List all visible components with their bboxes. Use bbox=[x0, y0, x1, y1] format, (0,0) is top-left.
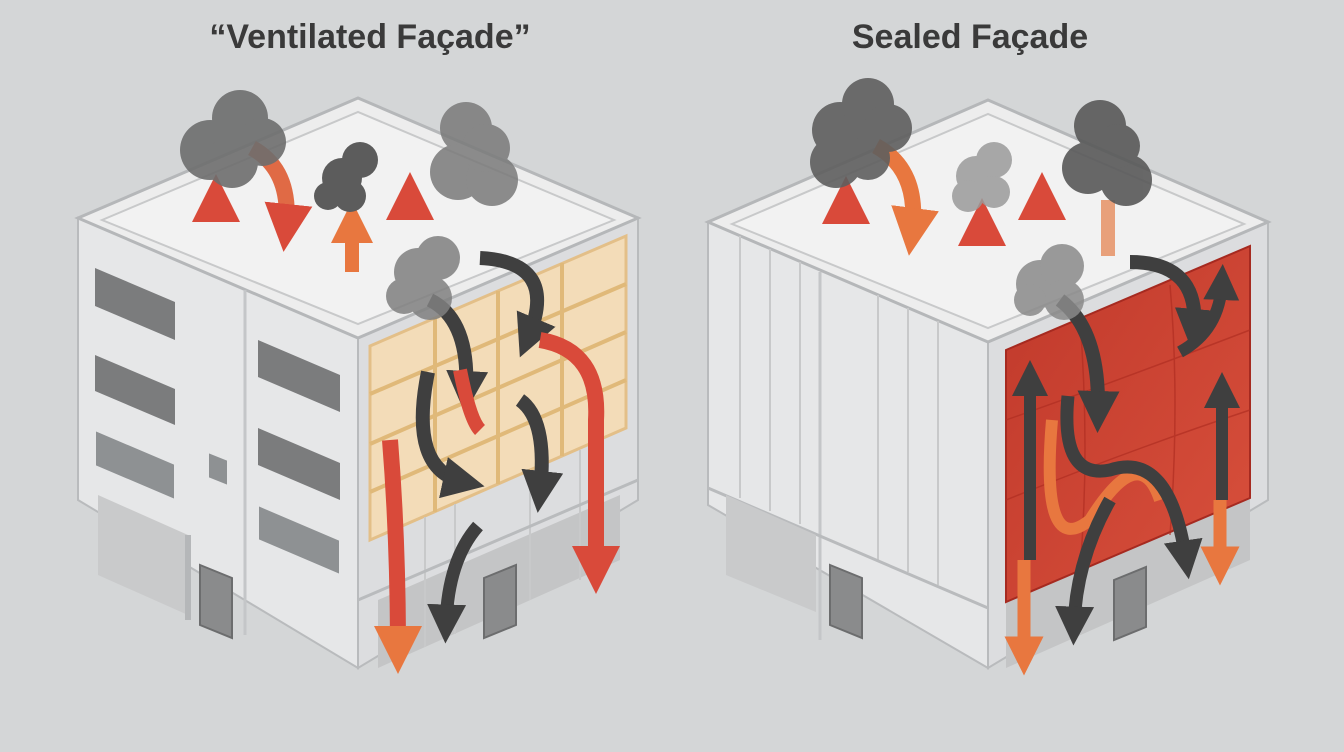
sealed-facade-title: Sealed Façade bbox=[851, 18, 1089, 56]
ground-opening-left bbox=[98, 495, 188, 615]
smoke-cloud bbox=[180, 90, 286, 188]
smoke-cloud bbox=[430, 102, 518, 206]
smoke-cloud bbox=[1062, 100, 1152, 206]
smoke-down-arrow bbox=[427, 521, 483, 644]
heat-up-arrow bbox=[1176, 264, 1240, 358]
ventilated-building bbox=[74, 90, 642, 674]
door-right bbox=[1113, 565, 1147, 642]
door-right bbox=[483, 563, 517, 640]
small-window bbox=[207, 450, 229, 488]
airflow-arrows bbox=[822, 138, 1240, 676]
heat-flow-arrow bbox=[373, 439, 422, 674]
cavity-shelves bbox=[369, 263, 627, 512]
smoke-cloud bbox=[952, 142, 1012, 212]
ventilated-facade-title: “Ventilated Façade” bbox=[209, 18, 531, 56]
smoke-loop-arrow bbox=[1060, 395, 1203, 580]
smoke-cloud bbox=[810, 78, 912, 188]
smoke-down-arrow bbox=[1055, 496, 1116, 646]
smoke-cloud bbox=[314, 142, 378, 212]
smoke-cloud bbox=[386, 236, 460, 320]
door-left bbox=[829, 563, 863, 640]
window-row bbox=[94, 428, 176, 502]
smoke-down-arrow bbox=[1129, 255, 1217, 351]
smoke-down-arrow bbox=[515, 394, 564, 513]
sealed-building bbox=[704, 78, 1272, 676]
heat-flow-arrow bbox=[538, 332, 620, 594]
cladding-panels bbox=[739, 236, 939, 585]
door-left bbox=[199, 563, 233, 640]
window-row bbox=[257, 503, 341, 577]
heat-flow-arrow bbox=[453, 368, 486, 435]
smoke-cloud bbox=[1014, 244, 1084, 320]
smoke-down-arrow bbox=[479, 251, 556, 358]
smoke-loop-arrow bbox=[415, 370, 485, 499]
ground-opening-left bbox=[726, 495, 816, 612]
louvre-vent bbox=[95, 268, 340, 500]
